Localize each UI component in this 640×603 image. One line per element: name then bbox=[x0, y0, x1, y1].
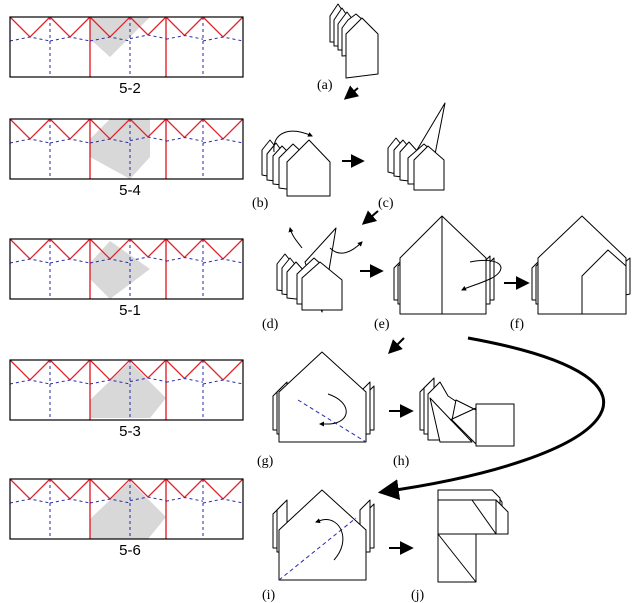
arrow-a-to-b bbox=[343, 85, 360, 100]
paper-outline bbox=[9, 118, 244, 180]
mountain-fold-line bbox=[49, 359, 91, 381]
mountain-fold-line bbox=[165, 478, 204, 499]
step-b-figure bbox=[261, 130, 331, 197]
paper-outline bbox=[9, 478, 244, 540]
pattern-label: 5-3 bbox=[119, 423, 141, 440]
valley-fold-line bbox=[89, 138, 131, 144]
valley-fold-line bbox=[89, 258, 131, 264]
valley-fold-line bbox=[49, 258, 91, 264]
valley-fold-line bbox=[165, 377, 204, 383]
valley-fold-line bbox=[165, 34, 204, 40]
valley-fold-line bbox=[165, 496, 204, 502]
valley-fold-line bbox=[49, 379, 91, 385]
mountain-fold-line bbox=[9, 238, 51, 260]
mountain-fold-line bbox=[202, 16, 244, 38]
folding-steps bbox=[261, 3, 631, 583]
valley-fold-line bbox=[9, 138, 51, 144]
mountain-fold-line bbox=[49, 238, 91, 260]
mountain-fold-line bbox=[9, 478, 51, 500]
step-i-figure bbox=[272, 489, 375, 581]
mountain-fold-line bbox=[165, 238, 204, 259]
mountain-fold-line bbox=[49, 16, 91, 38]
valley-fold-line bbox=[89, 498, 131, 504]
valley-fold-line bbox=[129, 34, 167, 40]
shaded-region bbox=[90, 17, 150, 57]
step-a-figure bbox=[329, 3, 379, 79]
valley-fold-line bbox=[165, 136, 204, 142]
valley-fold-line bbox=[89, 36, 131, 42]
valley-fold-line bbox=[9, 379, 51, 385]
crease-pattern-3: 5-1 bbox=[9, 238, 244, 319]
mountain-fold-line bbox=[202, 478, 244, 500]
pattern-label: 5-2 bbox=[119, 80, 141, 97]
step-h-figure bbox=[419, 377, 515, 447]
valley-fold-line bbox=[9, 498, 51, 504]
paper-outline bbox=[9, 359, 244, 421]
step-e-figure bbox=[393, 215, 502, 315]
valley-fold-line bbox=[9, 36, 51, 42]
mountain-fold-line bbox=[9, 118, 51, 140]
shaded-region bbox=[90, 241, 150, 299]
step-label-f: (f) bbox=[510, 317, 524, 332]
crease-pattern-4: 5-3 bbox=[9, 359, 244, 440]
crease-pattern-1: 5-2 bbox=[9, 16, 244, 97]
valley-fold-line bbox=[49, 498, 91, 504]
step-label-c: (c) bbox=[378, 196, 394, 211]
valley-fold-line bbox=[202, 498, 244, 504]
valley-fold-line bbox=[202, 36, 244, 42]
valley-fold-line bbox=[202, 138, 244, 144]
mountain-fold-line bbox=[9, 16, 51, 38]
step-label-e: (e) bbox=[374, 317, 390, 332]
valley-fold-line bbox=[129, 256, 167, 262]
mountain-fold-line bbox=[49, 118, 91, 140]
pattern-label: 5-4 bbox=[119, 182, 141, 199]
pattern-label: 5-6 bbox=[119, 542, 141, 559]
arrow-e-to-g bbox=[388, 337, 405, 354]
valley-fold-line bbox=[89, 379, 131, 385]
step-d-figure bbox=[276, 227, 363, 313]
valley-fold-line bbox=[9, 258, 51, 264]
crease-pattern-column: 5-2 5-4 5-1 5-3 5-6 bbox=[9, 16, 244, 559]
mountain-fold-line bbox=[165, 118, 204, 139]
valley-fold-line bbox=[49, 138, 91, 144]
step-label-i: (i) bbox=[262, 588, 276, 603]
mountain-fold-line bbox=[202, 359, 244, 381]
step-label-a: (a) bbox=[317, 78, 333, 93]
valley-fold-line bbox=[202, 379, 244, 385]
mountain-fold-line bbox=[165, 16, 204, 37]
valley-fold-line bbox=[165, 256, 204, 262]
crease-pattern-5: 5-6 bbox=[9, 478, 244, 559]
step-label-d: (d) bbox=[262, 317, 279, 332]
step-f-figure bbox=[531, 215, 631, 315]
step-label-b: (b) bbox=[252, 196, 269, 211]
step-g-figure bbox=[272, 351, 375, 443]
paper-outline bbox=[9, 238, 244, 300]
curved-arrow-to-i bbox=[377, 336, 606, 501]
crease-pattern-2: 5-4 bbox=[9, 118, 244, 199]
step-c-figure bbox=[387, 102, 446, 191]
mountain-fold-line bbox=[202, 238, 244, 260]
step-label-j: (j) bbox=[411, 588, 425, 603]
mountain-fold-line bbox=[9, 359, 51, 381]
shaded-region bbox=[90, 362, 166, 418]
mountain-fold-line bbox=[165, 359, 204, 380]
shaded-region bbox=[90, 481, 166, 539]
step-labels: (a) (b) (c) (d) (e) (f) (g) (h) (i) (j) bbox=[252, 78, 524, 603]
paper-outline bbox=[9, 16, 244, 78]
mountain-fold-line bbox=[129, 238, 167, 258]
mountain-fold-line bbox=[202, 118, 244, 140]
step-label-g: (g) bbox=[257, 454, 274, 469]
valley-fold-line bbox=[129, 496, 167, 502]
valley-fold-line bbox=[202, 258, 244, 264]
valley-fold-line bbox=[129, 136, 167, 142]
step-j-figure bbox=[437, 489, 509, 583]
valley-fold-line bbox=[49, 36, 91, 42]
valley-fold-line bbox=[129, 377, 167, 383]
step-label-h: (h) bbox=[393, 454, 410, 469]
mountain-fold-line bbox=[49, 478, 91, 500]
pattern-label: 5-1 bbox=[119, 302, 141, 319]
arrow-c-to-d bbox=[361, 210, 379, 225]
